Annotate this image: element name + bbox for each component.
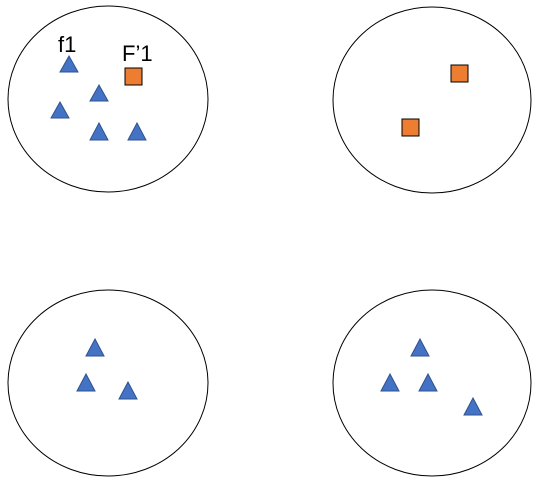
triangle-icon xyxy=(85,337,105,357)
triangle-icon xyxy=(76,372,96,392)
square-icon xyxy=(124,67,143,86)
triangle-icon xyxy=(380,372,400,392)
triangle-icon xyxy=(410,337,430,357)
triangle-icon xyxy=(127,121,147,141)
ellipse-bottom-left xyxy=(7,289,209,477)
group-bottom-right xyxy=(332,289,532,477)
label-f1: f1 xyxy=(58,32,76,57)
triangle-icon xyxy=(118,380,138,400)
triangle-icon xyxy=(89,83,109,102)
ellipse-top-right xyxy=(332,6,532,194)
group-top-right xyxy=(332,6,532,194)
group-bottom-left xyxy=(7,289,209,477)
triangle-icon xyxy=(463,396,483,416)
label-f-prime-1: F’1 xyxy=(122,41,153,66)
triangle-icon xyxy=(89,121,109,141)
triangle-icon xyxy=(418,372,438,392)
group-top-left: f1 F’1 xyxy=(7,5,209,193)
triangle-icon xyxy=(50,100,70,119)
ellipse-bottom-right xyxy=(332,289,532,477)
square-icon xyxy=(401,118,420,137)
triangle-icon xyxy=(59,54,79,73)
ellipse-top-left xyxy=(7,5,209,193)
square-icon xyxy=(450,64,469,83)
